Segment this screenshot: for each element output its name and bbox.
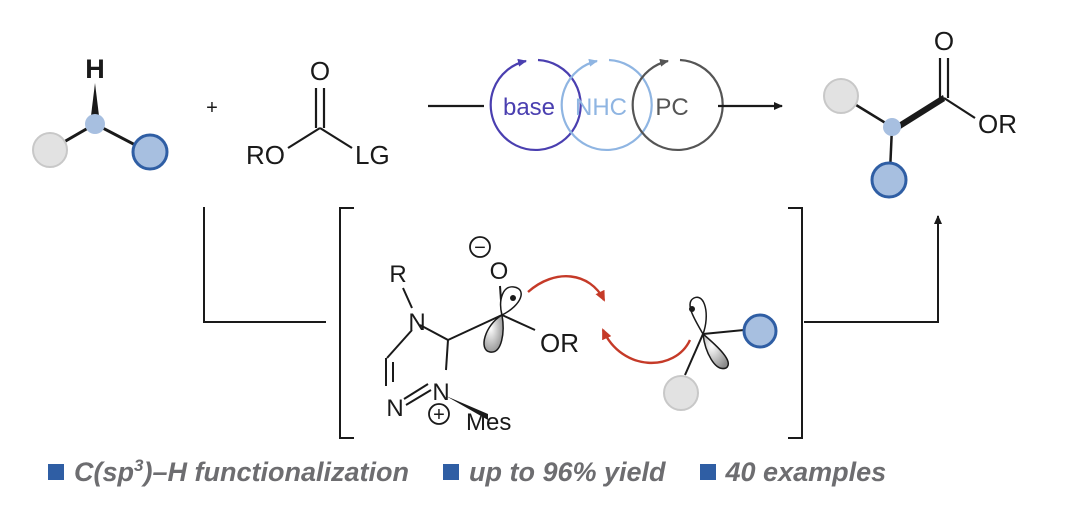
mes-dash-bond bbox=[446, 396, 488, 420]
product-ester-bond bbox=[943, 97, 976, 119]
wedge-bond bbox=[90, 83, 100, 124]
r-n-bond bbox=[402, 287, 413, 309]
red-arrow-top bbox=[527, 275, 606, 302]
radical-upper-lobe bbox=[689, 296, 707, 336]
bullet-square-icon bbox=[699, 464, 716, 480]
feature-scope-text: C(sp3)–H functionalization bbox=[74, 456, 409, 487]
alkyl-radical bbox=[663, 296, 778, 411]
connector-right bbox=[804, 215, 942, 323]
red-arrow-bottom bbox=[601, 328, 692, 364]
carbon-center-dot bbox=[85, 114, 105, 134]
mesityl-label: Mes bbox=[466, 409, 511, 436]
radical-bond-blue bbox=[702, 329, 745, 335]
radical-coupling-arrows bbox=[527, 275, 692, 364]
negative-charge-sign: − bbox=[474, 237, 486, 259]
negative-charge-circle bbox=[469, 236, 491, 258]
r-substituent: R bbox=[389, 261, 406, 288]
product-grey-circle bbox=[823, 78, 859, 114]
carbonyl-oxygen: O bbox=[310, 56, 330, 86]
connector-left bbox=[203, 207, 326, 323]
feature-examples: 40 examples bbox=[699, 456, 887, 488]
alkoxy-label: RO bbox=[246, 140, 285, 170]
left-bracket bbox=[339, 207, 354, 439]
base-cycle bbox=[489, 58, 582, 152]
p-orbital-lower-lobe bbox=[483, 313, 504, 353]
pc-cycle-label: PC bbox=[655, 94, 688, 121]
blue-substituent-circle bbox=[131, 133, 169, 171]
leaving-group-label: LG bbox=[355, 140, 390, 170]
oxide-oxygen: O bbox=[490, 258, 509, 285]
catalytic-cycles: base NHC PC bbox=[428, 58, 783, 152]
positive-charge-sign: + bbox=[433, 404, 445, 426]
product-molecule: O OR bbox=[823, 26, 1017, 199]
bullet-square-icon bbox=[442, 464, 459, 480]
feature-yield-text: up to 96% yield bbox=[468, 456, 666, 487]
radical-bond-grey bbox=[684, 333, 704, 376]
feature-scope: C(sp3)–H functionalization bbox=[48, 456, 409, 488]
alkyl-radical-dot bbox=[689, 306, 695, 312]
product-blue-circle bbox=[870, 161, 908, 199]
n1-n2-bond-2 bbox=[405, 389, 432, 406]
n1-atom: N bbox=[386, 395, 403, 422]
radical-blue-circle bbox=[742, 313, 778, 349]
feature-examples-text: 40 examples bbox=[725, 456, 887, 487]
grey-substituent-circle bbox=[32, 132, 68, 168]
radical-lower-lobe bbox=[702, 332, 729, 370]
product-center-dot bbox=[883, 118, 901, 136]
radical-dot bbox=[510, 295, 516, 301]
ester-bond-right bbox=[319, 127, 353, 149]
ester-bond-left bbox=[287, 127, 321, 149]
c-or-bond bbox=[501, 314, 536, 331]
c-carbanion-bond bbox=[447, 314, 503, 341]
pc-cycle bbox=[631, 58, 724, 152]
plus-sign: + bbox=[206, 97, 218, 119]
p-orbital-upper-lobe bbox=[499, 286, 522, 317]
hydrogen-label: H bbox=[85, 54, 105, 84]
base-cycle-label: base bbox=[503, 94, 555, 121]
feature-yield: up to 96% yield bbox=[442, 456, 666, 488]
product-carbonyl-oxygen: O bbox=[934, 26, 954, 56]
positive-charge-circle bbox=[428, 403, 450, 425]
n4-c5-bond bbox=[386, 329, 413, 359]
feature-list: C(sp3)–H functionalization up to 96% yie… bbox=[48, 452, 886, 492]
n2-atom: N bbox=[432, 379, 449, 406]
bullet-square-icon bbox=[48, 464, 64, 480]
right-bracket bbox=[788, 207, 803, 439]
n4-atom: N bbox=[408, 309, 425, 336]
mechanism-connectors bbox=[203, 207, 942, 323]
nhc-cycle-label: NHC bbox=[575, 94, 627, 121]
intermediate-alkoxy: OR bbox=[540, 328, 579, 358]
nhc-cycle bbox=[560, 58, 653, 152]
product-alkoxy-label: OR bbox=[978, 109, 1017, 139]
product-bold-bond bbox=[892, 95, 945, 133]
ester-reagent: O RO LG bbox=[246, 56, 390, 170]
triazolium-intermediate: R N N N + Mes O − OR bbox=[385, 236, 579, 436]
radical-grey-circle bbox=[663, 375, 699, 411]
n1-n2-bond bbox=[403, 383, 429, 400]
substrate-molecule: H bbox=[32, 54, 169, 171]
